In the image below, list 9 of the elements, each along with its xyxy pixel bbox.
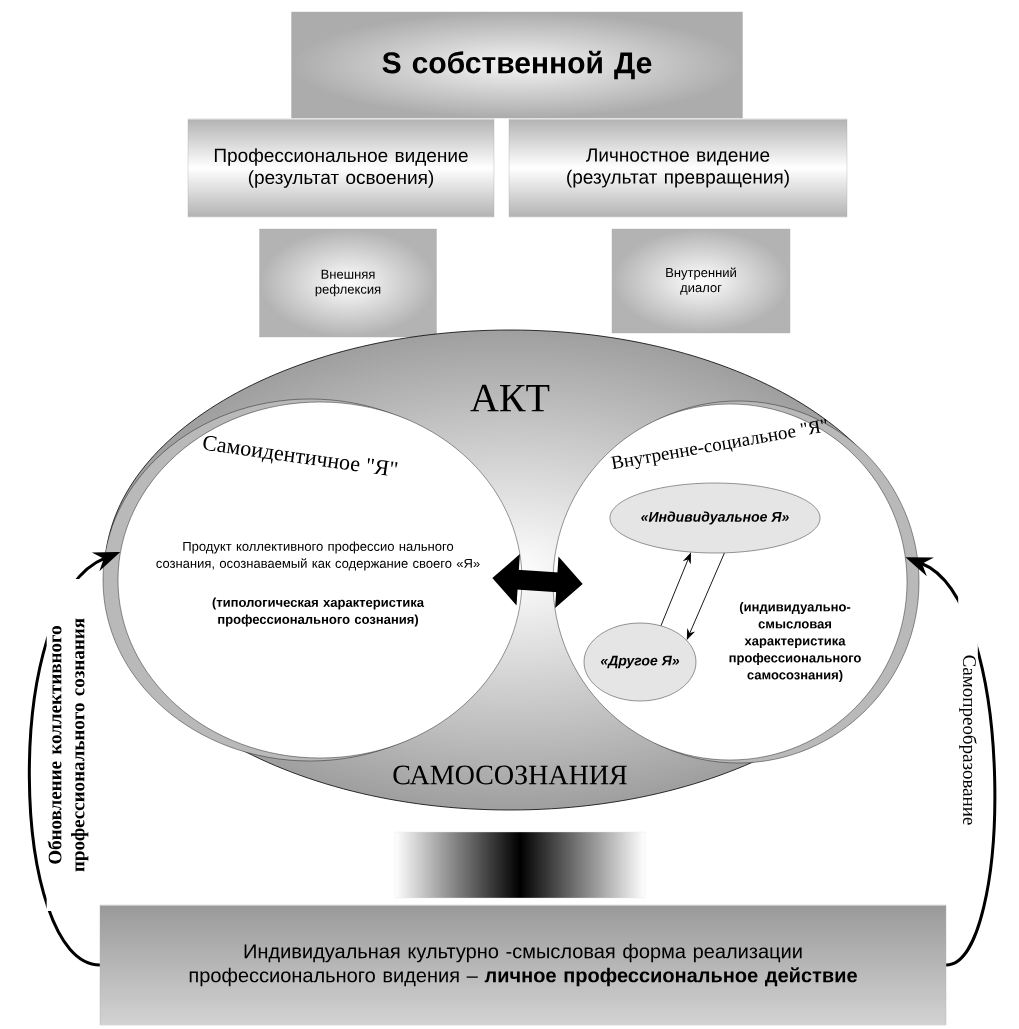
edge-label: Самопреобразование (958, 579, 978, 901)
result-box: Индивидуальная культурно -смысловая форма реализации профессионального видения – личное профессиональное действие (99, 904, 947, 1026)
process-box: Профессиональное видение (результат освоения) (187, 118, 495, 218)
process-box: Личностное видение (результат превращения) (508, 118, 848, 218)
ellipse-caption: САМОСОЗНАНИЯ (393, 765, 627, 785)
process-box: Внешняя рефлексия (259, 228, 437, 338)
edge-label: Обновление коллективного профессионального сознания (46, 579, 90, 911)
process-box: Внутренний диалог (611, 228, 791, 334)
title-box: S собственной Де (291, 11, 743, 119)
